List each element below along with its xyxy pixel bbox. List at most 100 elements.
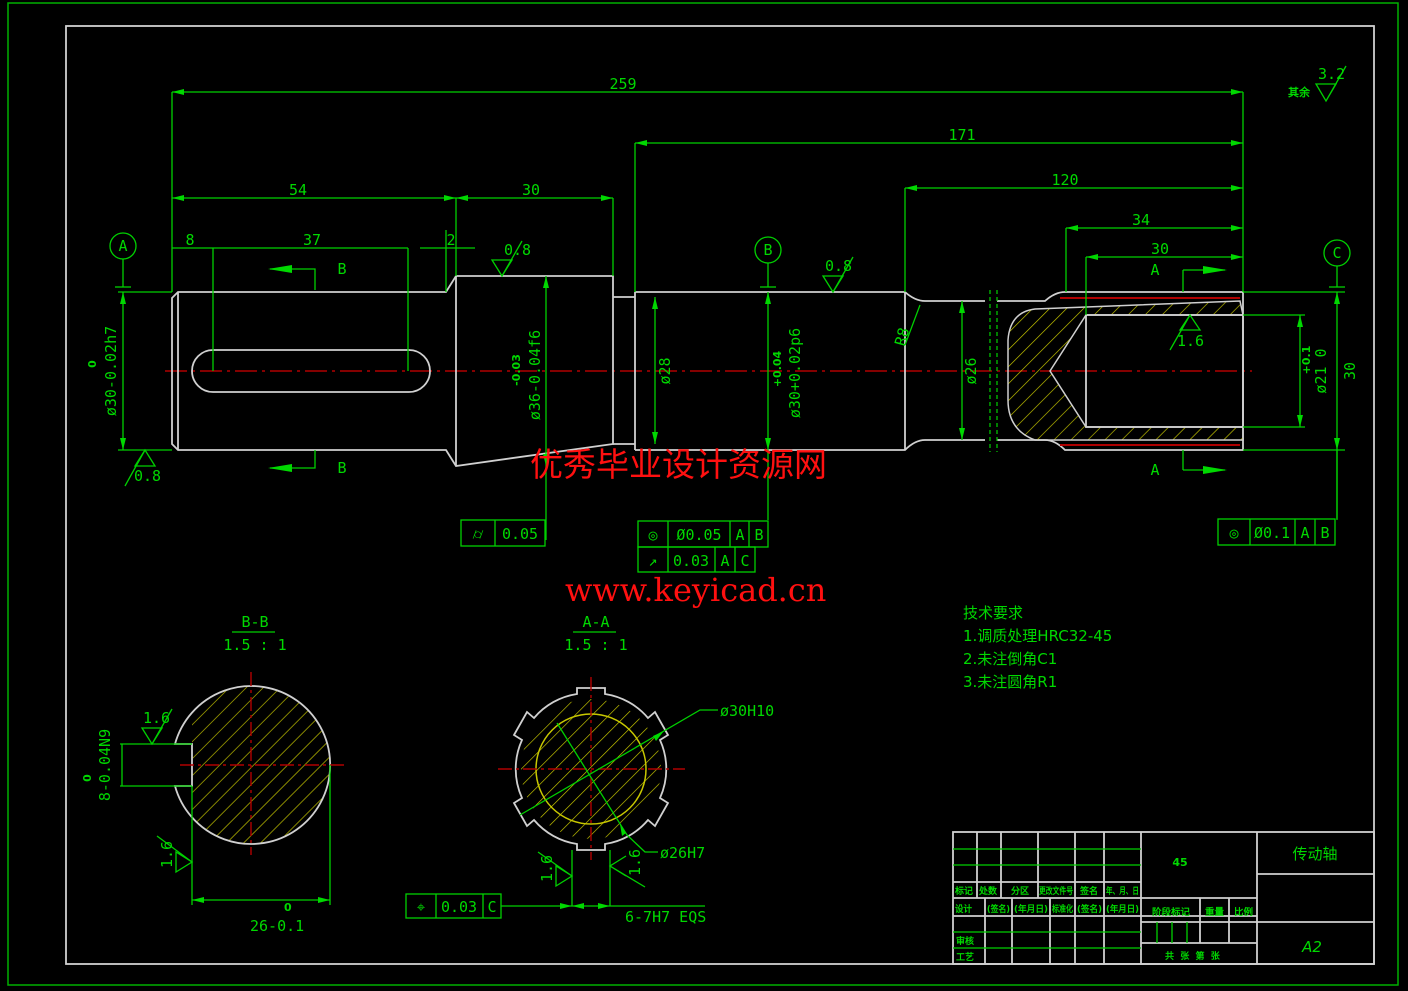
section-aa: A-A 1.5 : 1 ø30H10 ø26H7 1.6 1.6 6-7H7 E…: [405, 613, 774, 926]
svg-text:分区: 分区: [1011, 885, 1029, 897]
svg-text:3.2: 3.2: [1318, 65, 1345, 83]
svg-text:A: A: [1150, 461, 1159, 479]
svg-text:⌭: ⌭: [473, 525, 484, 543]
svg-text:37: 37: [303, 231, 321, 249]
svg-text:(年月日): (年月日): [1106, 903, 1139, 915]
svg-text:C: C: [740, 552, 749, 570]
svg-text:A2: A2: [1301, 938, 1322, 956]
svg-text:B: B: [763, 241, 772, 259]
title-block: 45 传动轴 A2 标记 处数 分区 更改文件号 签名 年、月、日 设计 (签名…: [952, 831, 1375, 965]
svg-text:ø26: ø26: [962, 357, 980, 384]
svg-text:ø21 0: ø21 0: [1312, 348, 1330, 393]
svg-text:30: 30: [1341, 362, 1359, 380]
svg-text:A: A: [1300, 524, 1309, 542]
svg-text:C: C: [487, 898, 496, 916]
svg-text:26-0.1: 26-0.1: [250, 917, 304, 935]
svg-text:ø30H10: ø30H10: [720, 702, 774, 720]
svg-text:1.5 : 1: 1.5 : 1: [564, 636, 627, 654]
dimension-lines: [109, 65, 1351, 540]
svg-text:0.03: 0.03: [673, 552, 709, 570]
svg-text:其余: 其余: [1288, 85, 1311, 99]
svg-text:8: 8: [185, 231, 194, 249]
tolerance-frame-coaxiality-c: ◎ Ø0.1 A B: [1217, 518, 1336, 546]
svg-text:更改文件号: 更改文件号: [1039, 885, 1073, 897]
svg-text:259: 259: [609, 75, 636, 93]
svg-text:处数: 处数: [978, 885, 998, 897]
svg-text:3.未注圆角R1: 3.未注圆角R1: [963, 673, 1057, 691]
svg-text:+0.04: +0.04: [771, 350, 784, 387]
svg-text:(签名): (签名): [1077, 903, 1102, 915]
svg-text:R8: R8: [891, 326, 913, 348]
dimension-arrows: [120, 89, 1340, 474]
svg-text:A: A: [1150, 261, 1159, 279]
tolerance-frame-coaxiality-b: ◎ Ø0.05 A B: [637, 520, 769, 548]
svg-text:A: A: [720, 552, 729, 570]
svg-text:(年月日): (年月日): [1014, 903, 1048, 915]
svg-text:ø30+0.02p6: ø30+0.02p6: [786, 328, 804, 418]
svg-text:ø28: ø28: [656, 357, 674, 384]
svg-text:标记: 标记: [954, 885, 973, 897]
svg-text:签名: 签名: [1079, 885, 1098, 897]
svg-text:1.6: 1.6: [143, 709, 170, 727]
svg-text:0: 0: [86, 360, 99, 368]
svg-text:◎: ◎: [648, 526, 657, 544]
svg-text:传动轴: 传动轴: [1292, 845, 1337, 863]
svg-text:0.05: 0.05: [502, 525, 538, 543]
watermark-title: 优秀毕业设计资源网: [530, 445, 827, 484]
svg-text:1.6: 1.6: [626, 849, 644, 876]
dimension-texts: 259 171 120 54 30 34 30 8 37 2 ø30-0.02h…: [86, 65, 1359, 485]
svg-text:B: B: [337, 260, 346, 278]
svg-text:技术要求: 技术要求: [963, 604, 1023, 622]
svg-text:ø30-0.02h7: ø30-0.02h7: [102, 326, 120, 416]
svg-text:重量: 重量: [1205, 906, 1224, 918]
technical-requirements: 技术要求 1.调质处理HRC32-45 2.未注倒角C1 3.未注圆角R1: [963, 604, 1112, 691]
tolerance-frame-cylindricity: ⌭ 0.05: [460, 519, 546, 547]
svg-text:C: C: [1332, 244, 1341, 262]
svg-text:45: 45: [1172, 856, 1187, 869]
svg-text:2: 2: [446, 231, 455, 249]
svg-text:1.6: 1.6: [158, 841, 176, 868]
svg-text:B-B: B-B: [241, 613, 268, 631]
svg-text:1.调质处理HRC32-45: 1.调质处理HRC32-45: [963, 627, 1112, 645]
svg-text:0.8: 0.8: [134, 467, 161, 485]
watermark-url: www.keyicad.cn: [565, 571, 826, 609]
svg-text:30: 30: [522, 181, 540, 199]
tolerance-frame-runout: ↗ 0.03 A C: [637, 546, 756, 573]
svg-text:0.8: 0.8: [825, 257, 852, 275]
svg-text:30: 30: [1151, 240, 1169, 258]
svg-text:Ø0.1: Ø0.1: [1254, 524, 1290, 542]
svg-text:-0.03: -0.03: [510, 354, 523, 386]
svg-text:⌖: ⌖: [417, 898, 426, 916]
svg-text:ø36-0.04f6: ø36-0.04f6: [526, 330, 544, 420]
svg-text:34: 34: [1132, 211, 1150, 229]
svg-text:0: 0: [284, 901, 292, 914]
svg-text:年、月、日: 年、月、日: [1106, 885, 1139, 897]
svg-text:A: A: [118, 237, 127, 255]
svg-text:0.03: 0.03: [441, 898, 477, 916]
svg-text:B: B: [1320, 524, 1329, 542]
svg-text:ø26H7: ø26H7: [660, 844, 705, 862]
svg-text:+0.1: +0.1: [1300, 346, 1313, 375]
svg-text:8-0.04N9: 8-0.04N9: [96, 729, 114, 801]
outer-frame: [7, 2, 1399, 986]
svg-text:比例: 比例: [1234, 906, 1253, 918]
svg-text:120: 120: [1051, 171, 1078, 189]
keyway-slot: [191, 349, 431, 393]
svg-text:(签名): (签名): [987, 903, 1010, 915]
svg-text:2.未注倒角C1: 2.未注倒角C1: [963, 650, 1057, 668]
svg-text:1.5 : 1: 1.5 : 1: [223, 636, 286, 654]
svg-text:A: A: [735, 526, 744, 544]
svg-text:6-7H7 EQS: 6-7H7 EQS: [625, 908, 706, 926]
inner-frame: [65, 25, 1375, 965]
svg-text:54: 54: [289, 181, 307, 199]
shaft-outline: [171, 275, 1244, 467]
section-bb: B-B 1.5 : 1 1.6 1.6 8-0.04N9 0 26-0.1 0: [81, 613, 345, 935]
svg-text:◎: ◎: [1229, 524, 1238, 542]
svg-text:Ø0.05: Ø0.05: [676, 526, 721, 544]
svg-text:阶段标记: 阶段标记: [1152, 906, 1190, 918]
svg-text:工艺: 工艺: [956, 951, 974, 963]
svg-text:1.6: 1.6: [538, 855, 556, 882]
svg-text:1.6: 1.6: [1177, 332, 1204, 350]
svg-text:↗: ↗: [648, 552, 657, 570]
